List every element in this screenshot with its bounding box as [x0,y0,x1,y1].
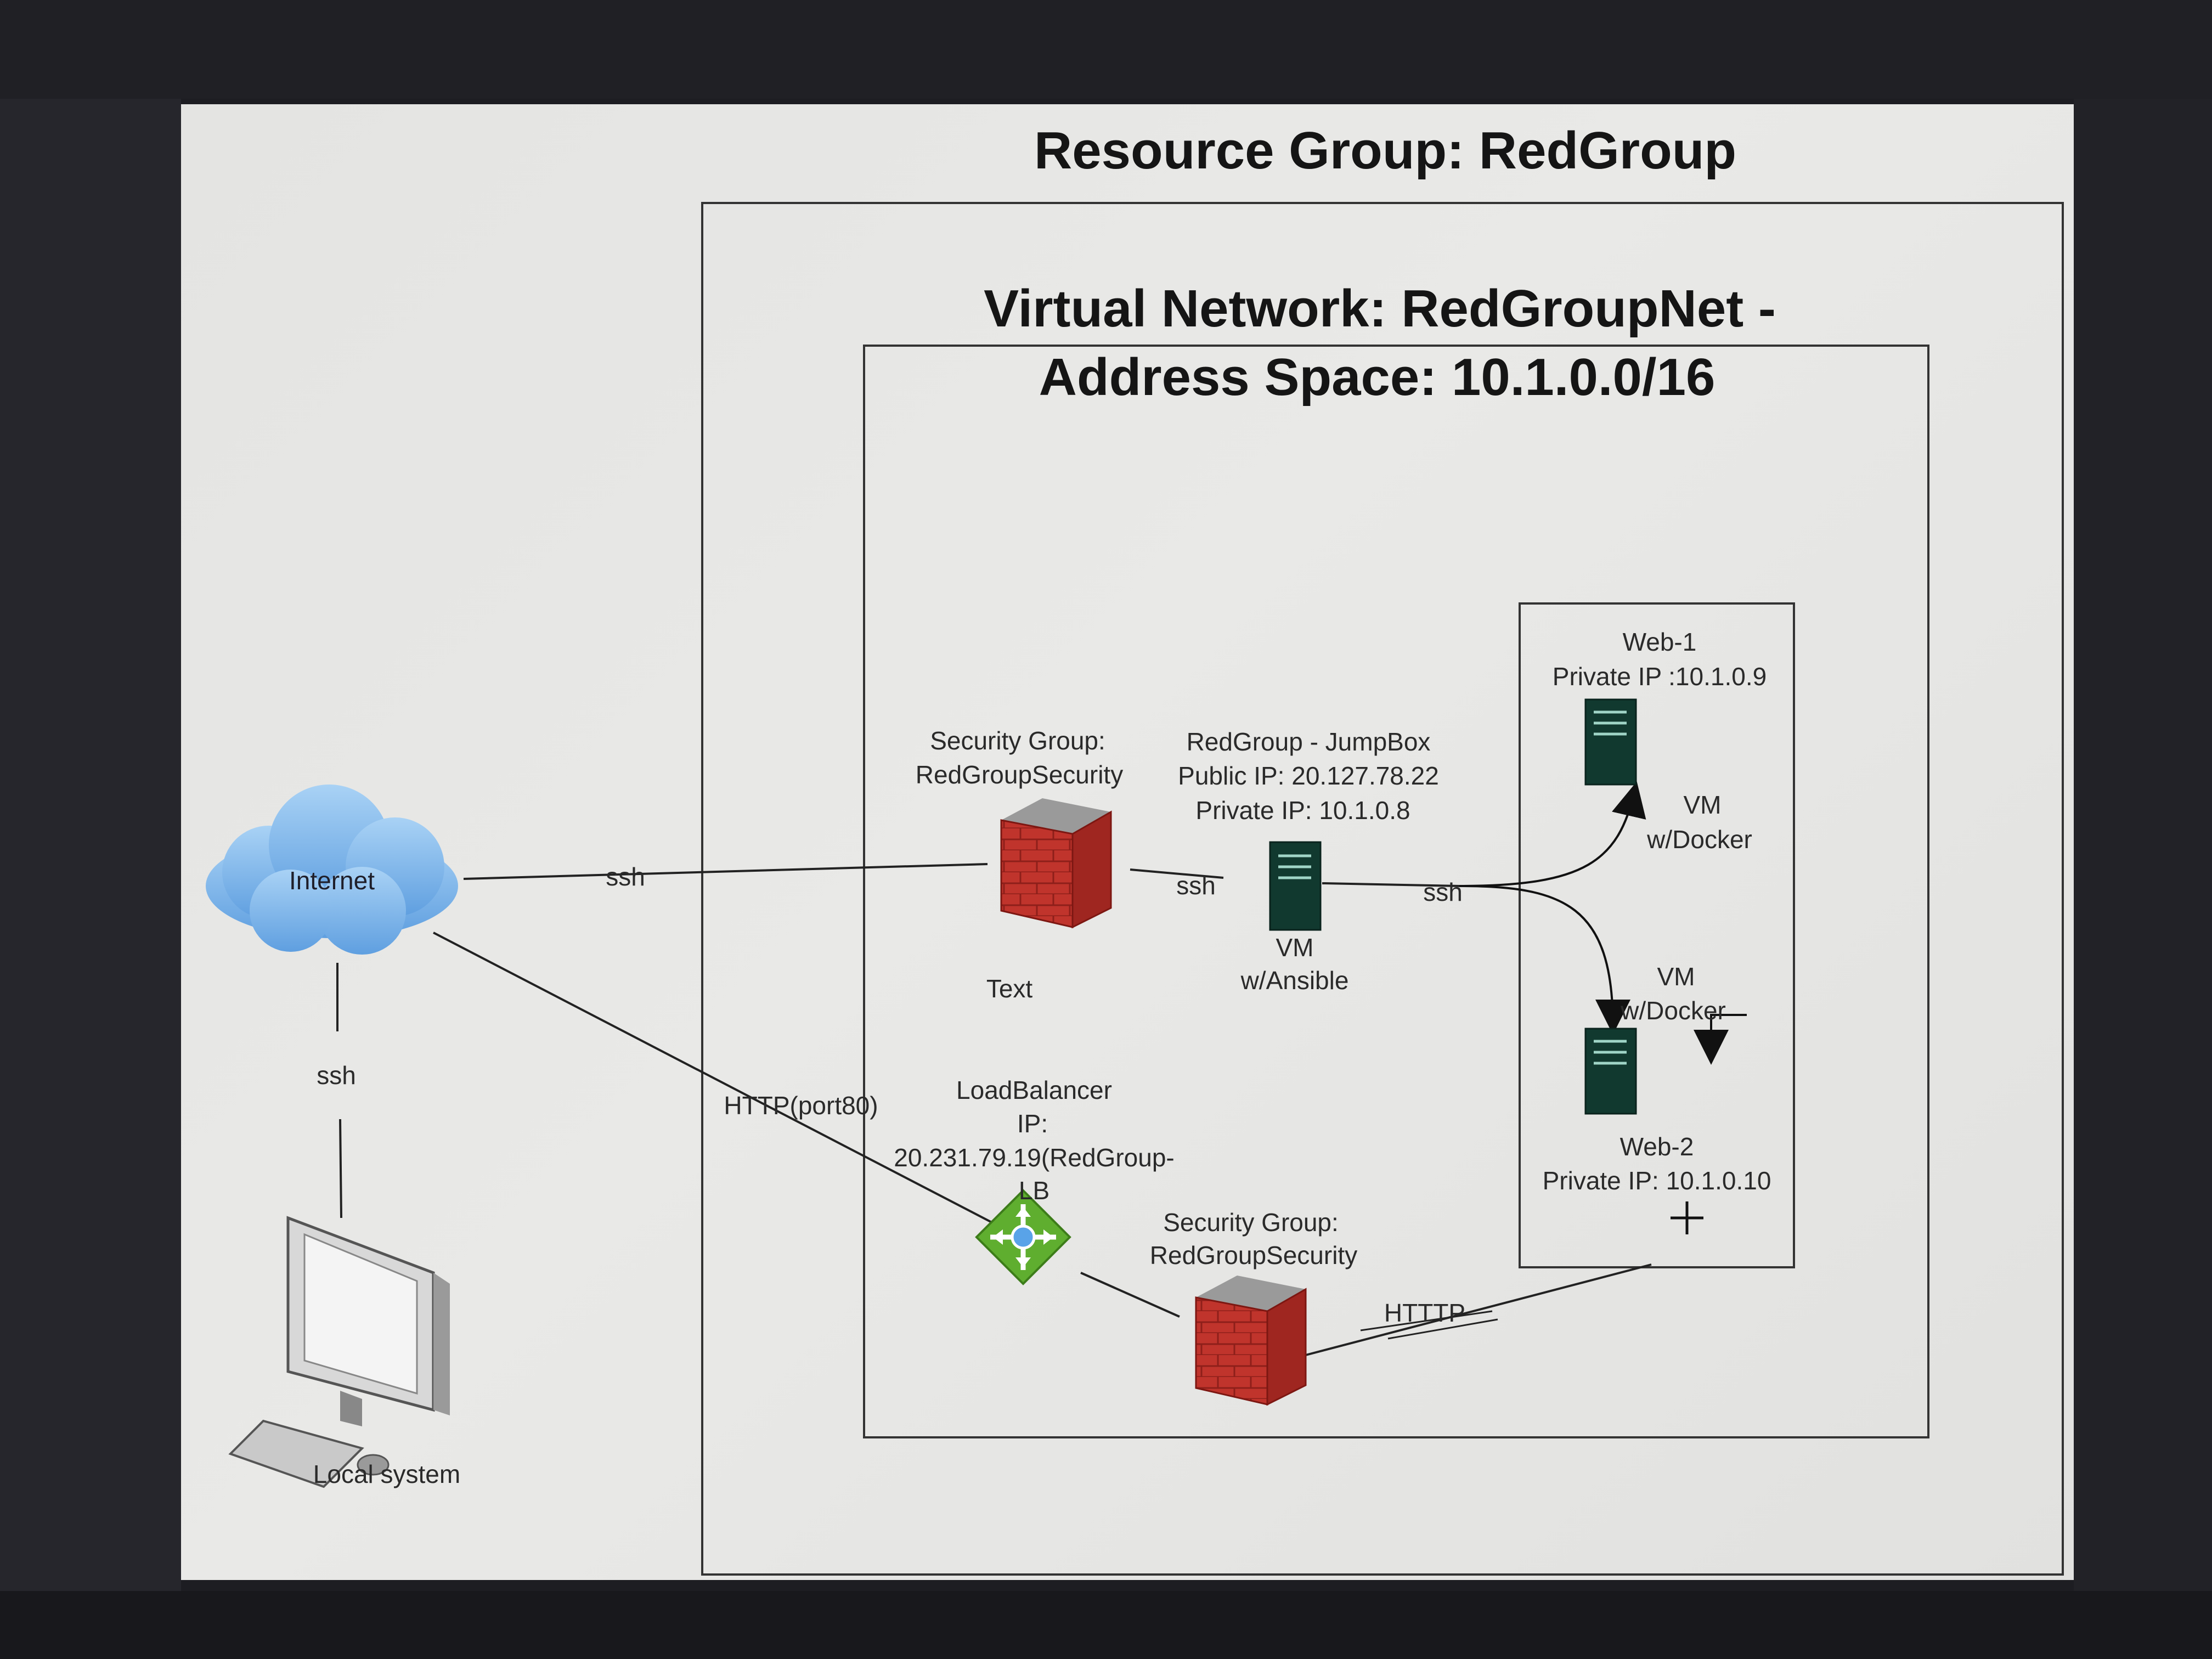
diagram-svg [206,202,2064,1576]
line-to-web1 [1459,781,1646,887]
virtual-network-title-line2: Address Space: 10.1.0.0/16 [1039,348,1716,407]
internet-label: Internet [289,866,375,895]
http-strike-2 [1387,1318,1498,1340]
web1-vm-line2: w/Docker [1647,825,1752,854]
computer-icon [228,1216,450,1488]
server-icon-jumpbox [1269,841,1322,931]
ssh-label-web: ssh [1423,878,1463,906]
desk-background-top [0,0,2212,99]
server-icon-web2 [1584,1028,1637,1115]
line-jumpbox-to-web [1322,882,1460,887]
resource-group-title: Resource Group: RedGroup [1034,121,1737,180]
security-group-bottom-line1: Security Group: [1163,1208,1339,1237]
load-balancer-line1: LoadBalancer [956,1076,1112,1104]
load-balancer-icon [975,1189,1071,1285]
local-system-label: Local system [313,1460,461,1488]
http-strike-1 [1360,1310,1493,1331]
load-balancer-line4: LB [1018,1176,1050,1205]
diagram-canvas: Resource Group: RedGroup Virtual Network… [181,104,2074,1580]
web1-vm-line1: VM [1683,791,1722,819]
web2-name: Web-2 [1620,1132,1694,1161]
cursor-crosshair-icon [1671,1201,1703,1234]
line-local-to-internet-bottom [339,1119,342,1218]
security-group-top-line2: RedGroupSecurity [915,760,1124,789]
web1-name: Web-1 [1622,628,1697,656]
line-security-group-to-jumpbox [1130,868,1224,879]
ssh-label-local: ssh [317,1061,356,1090]
stray-text-label: Text [986,974,1033,1003]
jumpbox-vm-line2: w/Ansible [1240,966,1349,995]
ssh-label-internet: ssh [606,862,645,891]
web-servers-box [1519,602,1795,1268]
desk-background-bottom [0,1591,2212,1659]
jumpbox-vm-line1: VM [1276,933,1314,962]
firewall-icon [1000,798,1112,929]
virtual-network-box [863,345,1929,1438]
security-group-top-line1: Security Group: [930,726,1105,755]
jumpbox-public-ip: Public IP: 20.127.78.22 [1178,761,1439,790]
line-to-web2 [1459,885,1630,1035]
resource-group-box [701,202,2064,1576]
web1-private-ip: Private IP :10.1.0.9 [1552,662,1767,691]
cloud-icon [206,785,458,955]
web2-private-ip: Private IP: 10.1.0.10 [1542,1166,1771,1195]
line-internet-to-load-balancer [433,932,1015,1235]
desk-background-left [0,0,181,1659]
virtual-network-title-line1: Virtual Network: RedGroupNet - [984,279,1776,338]
firewall-icon-bottom [1195,1276,1307,1406]
http-port80-label: HTTP(port80) [724,1091,878,1120]
jumpbox-name: RedGroup - JumpBox [1186,727,1431,756]
return-arrow [1694,1014,1747,1065]
load-balancer-line2: IP: [1017,1109,1048,1138]
security-group-bottom-line2: RedGroupSecurity [1149,1241,1358,1269]
jumpbox-private-ip: Private IP: 10.1.0.8 [1195,796,1410,825]
ssh-label-jumpbox: ssh [1176,871,1216,900]
http-label-web: HTTTP [1384,1299,1466,1327]
server-icon-web1 [1584,698,1637,786]
web2-vm-line2: w/Docker [1621,996,1726,1025]
line-security-group-to-web [1305,1263,1652,1356]
web2-vm-line1: VM [1657,962,1695,991]
line-load-balancer-to-security-group [1080,1272,1180,1318]
line-internet-to-security-group [463,863,988,880]
desk-background-right [2074,0,2212,1659]
load-balancer-line3: 20.231.79.19(RedGroup- [894,1143,1175,1172]
